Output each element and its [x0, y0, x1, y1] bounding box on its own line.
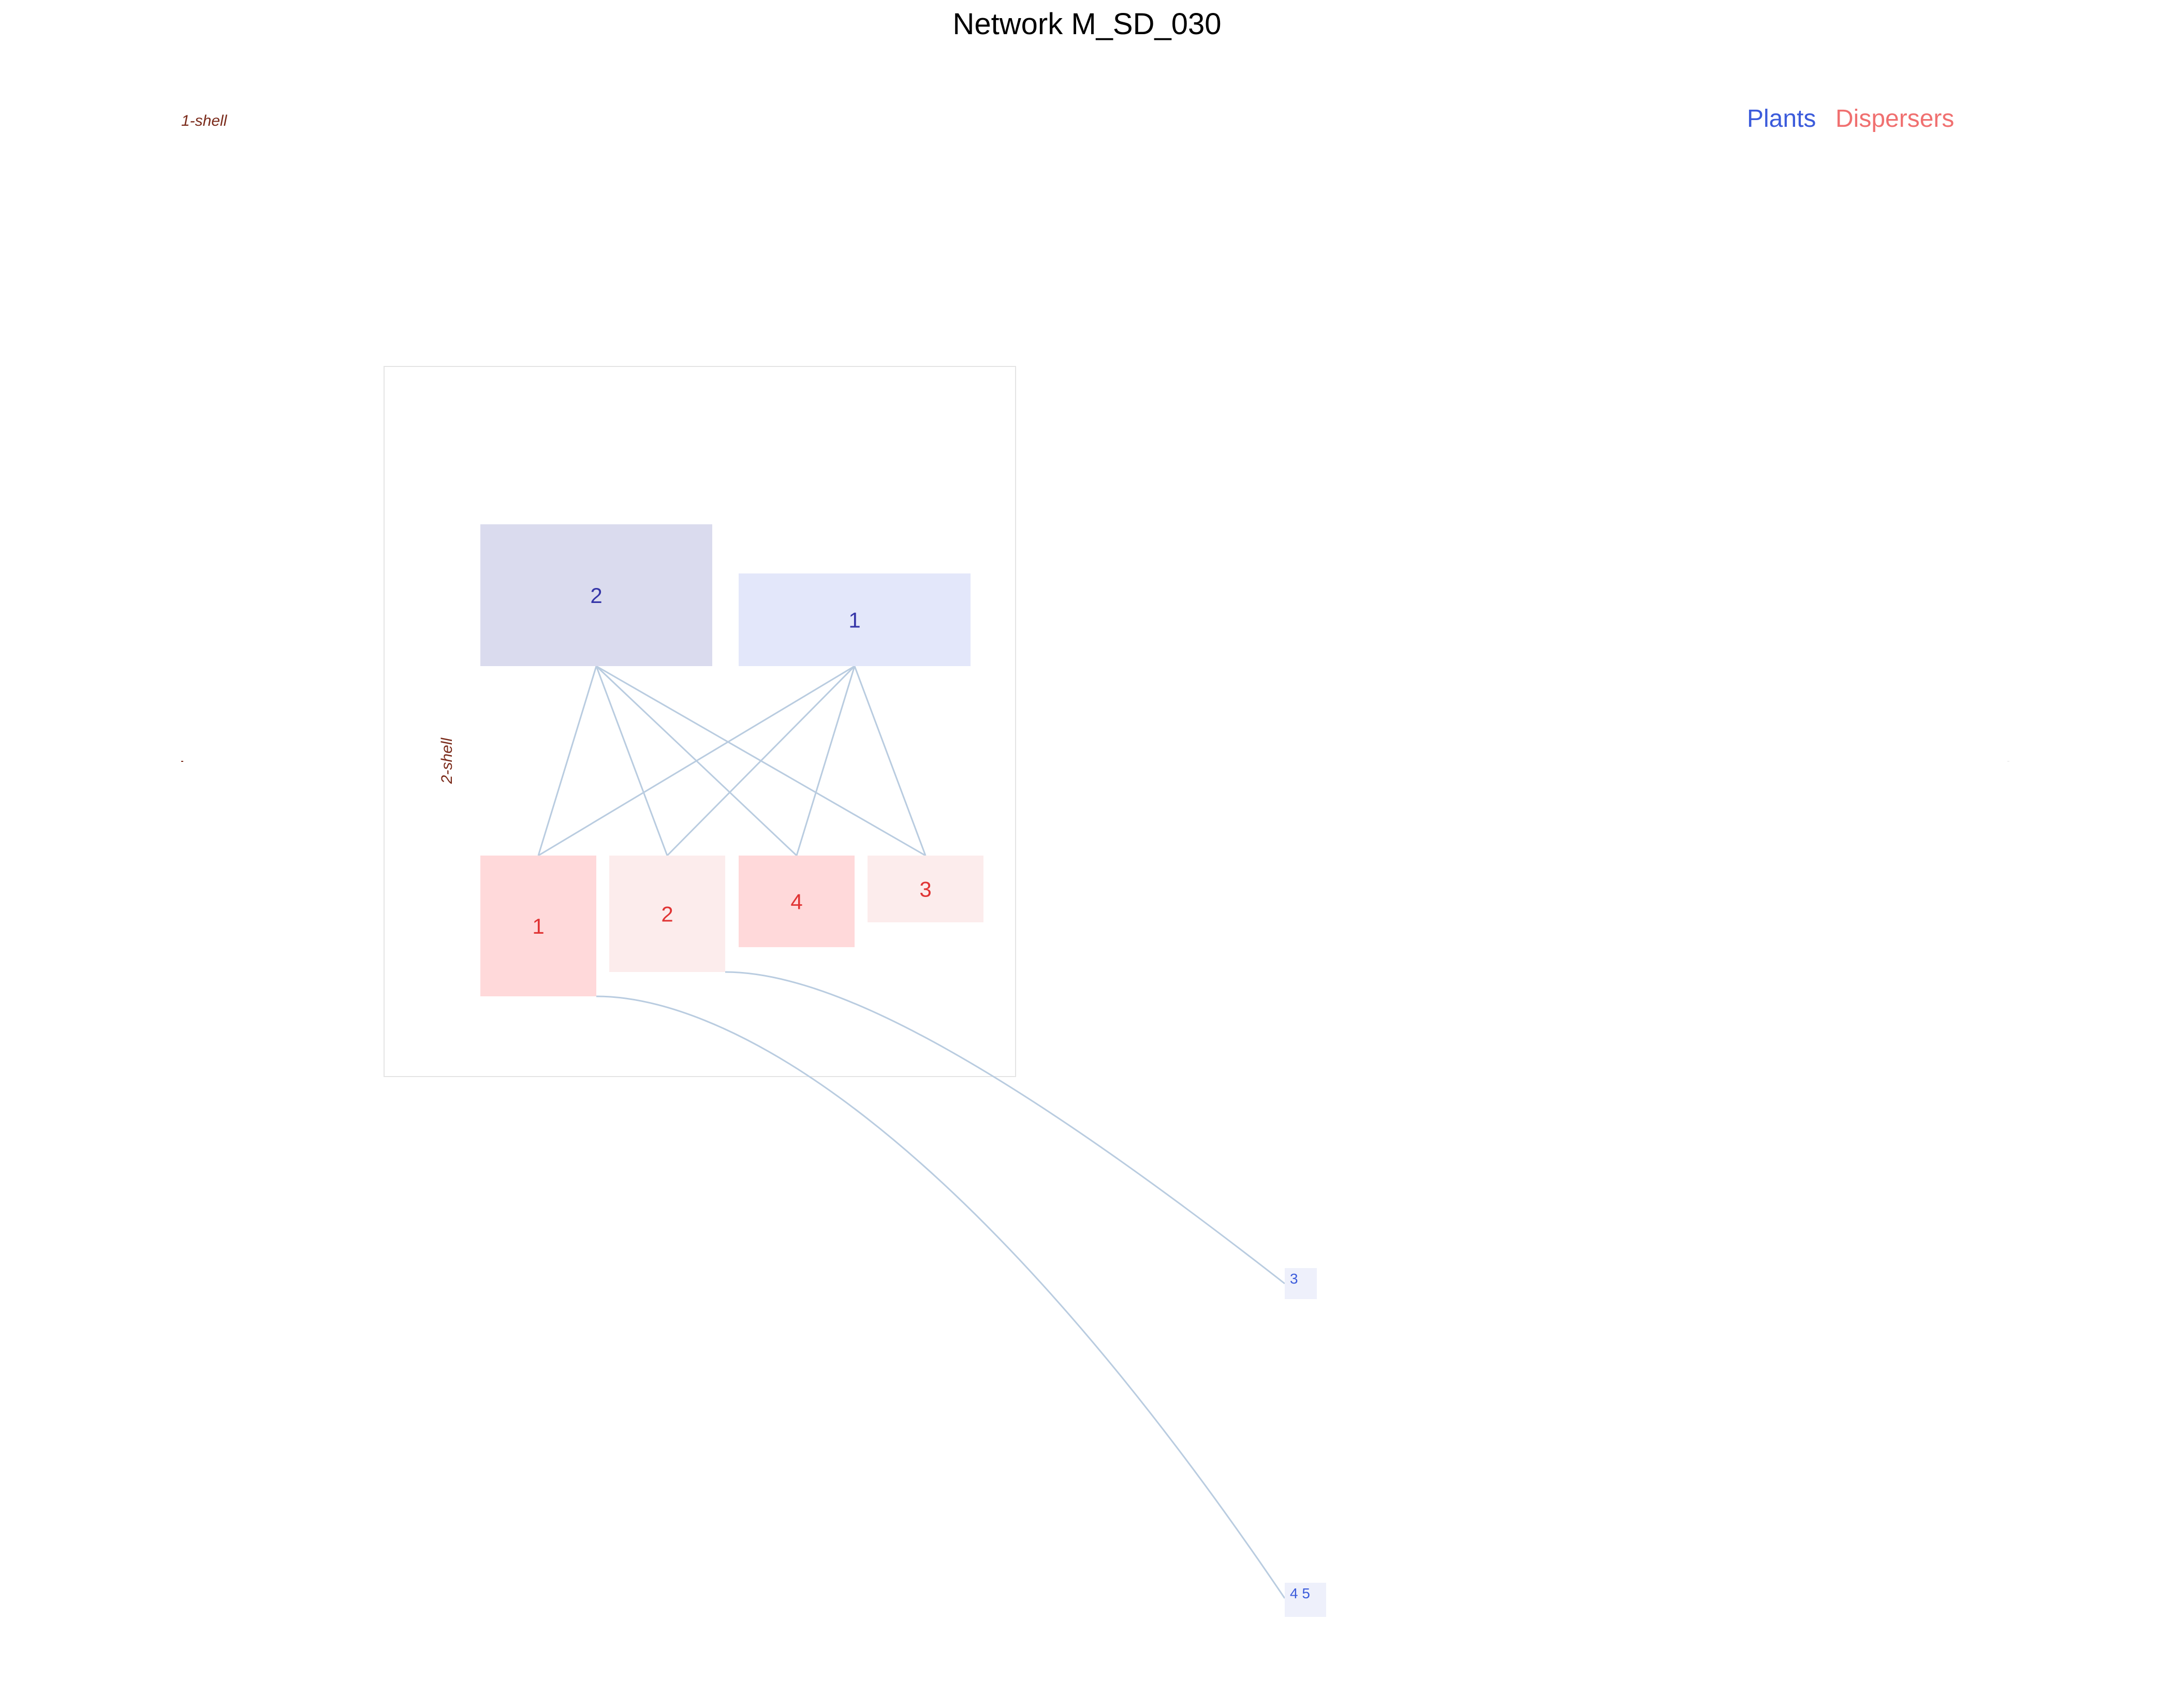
- disperser-node-d4: 4: [739, 856, 855, 947]
- link-p1-d3: [854, 666, 927, 856]
- shell-box-2: [384, 366, 1016, 1077]
- plant-box-p2: [480, 524, 712, 666]
- peripheral-plant-label-pp3: 3: [1290, 1271, 1298, 1287]
- link-p2-d2: [595, 666, 668, 856]
- plant-node-p1: 1: [739, 573, 971, 666]
- shell-label-1: 1-shell: [181, 112, 228, 129]
- nodes-layer: 2 1 1 2 4 3 3 4 5: [480, 524, 1326, 1617]
- link-p1-d2: [666, 665, 856, 857]
- shell-label-2: 2-shell: [438, 737, 456, 784]
- disperser-label-d3: 3: [919, 877, 931, 902]
- chart-title: Network M_SD_030: [953, 7, 1222, 41]
- link-d2-pp3: [725, 971, 1285, 1285]
- disperser-node-d1: 1: [480, 856, 596, 996]
- disperser-label-d1: 1: [532, 914, 544, 938]
- right-edge-marker: [2007, 761, 2009, 762]
- plant-box-p1: [739, 573, 971, 666]
- link-p1-d4: [796, 666, 856, 856]
- left-edge-marker: [181, 761, 183, 762]
- disperser-label-d2: 2: [661, 902, 673, 926]
- plant-label-p2: 2: [590, 583, 602, 608]
- legend-dispersers: Dispersers: [1835, 105, 1954, 132]
- disperser-box-d1: [480, 856, 596, 996]
- links-layer: [537, 665, 1286, 1599]
- peripheral-plant-box-pp45: [1285, 1583, 1326, 1617]
- legend: Plants Dispersers: [1747, 105, 1954, 132]
- disperser-label-d4: 4: [790, 890, 802, 914]
- link-d1-pp45: [596, 995, 1286, 1599]
- link-p2-d1: [537, 666, 597, 856]
- plant-label-p1: 1: [848, 608, 860, 632]
- peripheral-plant-label-pp45: 4 5: [1290, 1585, 1310, 1601]
- link-p1-d1: [538, 665, 855, 857]
- peripheral-plant-node-pp3: 3: [1285, 1268, 1317, 1299]
- disperser-box-d2: [609, 856, 725, 972]
- disperser-node-d3: 3: [868, 856, 983, 922]
- peripheral-plant-node-pp45: 4 5: [1285, 1583, 1326, 1617]
- disperser-node-d2: 2: [609, 856, 725, 972]
- plant-node-p2: 2: [480, 524, 712, 666]
- disperser-box-d4: [739, 856, 855, 947]
- peripheral-plant-box-pp3: [1285, 1268, 1317, 1299]
- disperser-box-d3: [868, 856, 983, 922]
- legend-plants: Plants: [1747, 105, 1816, 132]
